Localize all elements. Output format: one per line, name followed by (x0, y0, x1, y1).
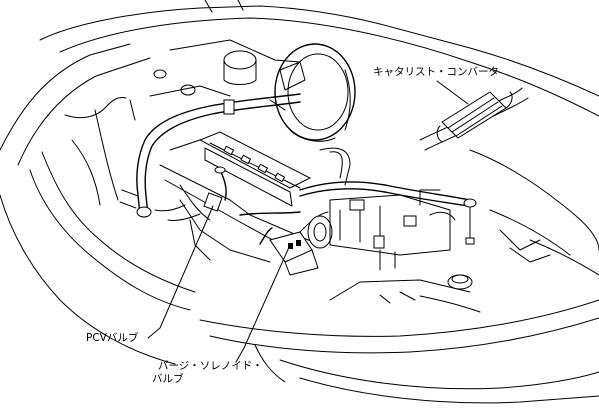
reservoir (129, 39, 301, 121)
pcv-valve-label: PCVバルブ (86, 332, 139, 344)
leader-lines (147, 80, 469, 363)
engine-head (159, 131, 321, 263)
pcv-valve (154, 166, 227, 221)
catalytic-converter-label: キャタリスト・コンバータ (373, 66, 499, 78)
purge-solenoid-label-line2: バルブ (152, 373, 184, 385)
vacuum-lines (239, 147, 477, 245)
intake-hose (119, 93, 301, 218)
purge-solenoid-valve (259, 211, 333, 276)
purge-solenoid-label-line1: パージ・ソレノイド・ (158, 360, 263, 372)
brake-booster (274, 43, 356, 142)
battery-area (329, 189, 551, 271)
catalytic-converter (419, 87, 529, 151)
